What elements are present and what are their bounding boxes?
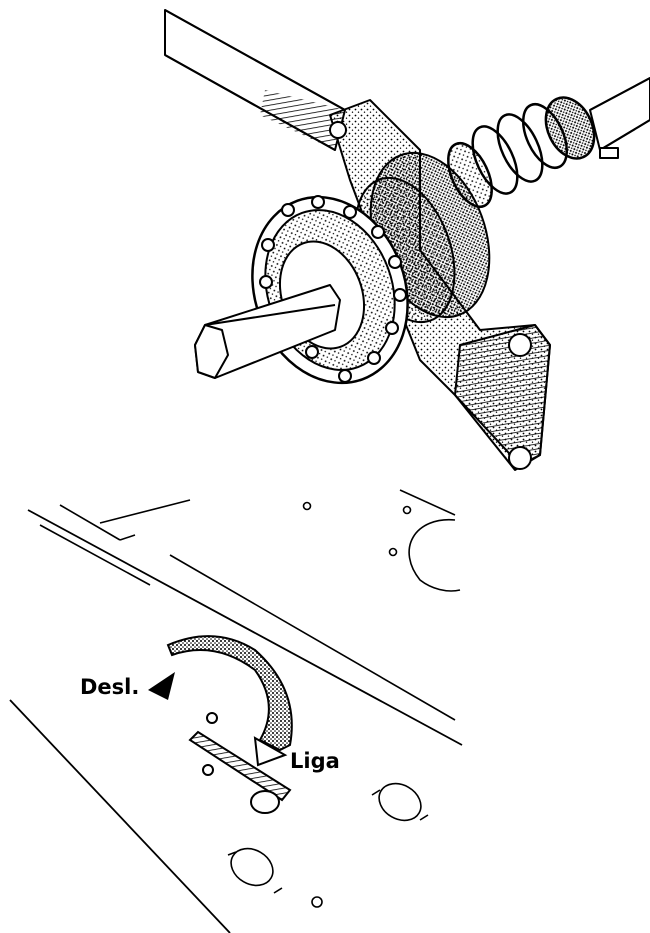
key-pin <box>599 147 619 159</box>
panel-outline <box>9 489 463 933</box>
hex-shaft <box>194 284 341 379</box>
chain-links <box>259 195 407 383</box>
right-shaft <box>589 77 650 151</box>
on-label: Liga <box>290 749 340 773</box>
upper-shaft <box>164 9 346 151</box>
panel-lever-illustration <box>9 489 463 933</box>
panel-opening <box>302 501 461 592</box>
keyhole-openings <box>227 782 429 908</box>
off-label: Desl. <box>80 675 139 699</box>
lever-handle <box>188 712 292 814</box>
shaft-assembly-illustration <box>164 9 650 471</box>
rotation-arrow-icon <box>148 635 293 767</box>
